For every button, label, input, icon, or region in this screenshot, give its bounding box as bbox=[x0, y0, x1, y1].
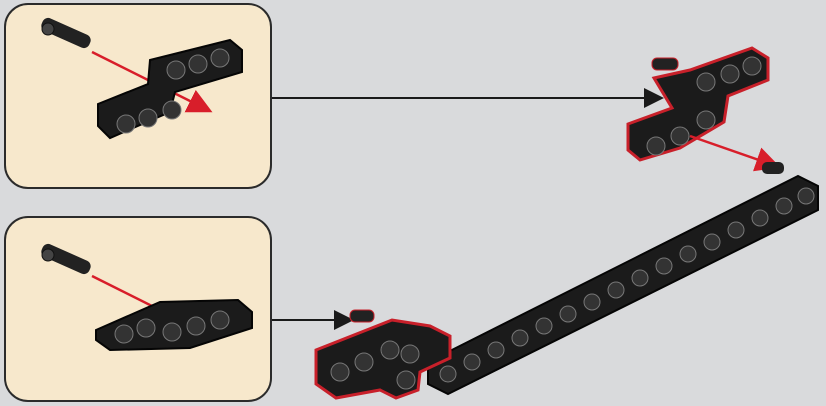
main-insert-arrow bbox=[689, 134, 781, 172]
bottom-callout-pin bbox=[41, 243, 91, 275]
bottom-callout-double-beam bbox=[95, 298, 253, 352]
top-callout-pin bbox=[41, 17, 91, 49]
main-t-beam bbox=[626, 46, 770, 162]
main-long-beam bbox=[427, 162, 819, 396]
main-bent-beam bbox=[314, 309, 452, 400]
top-callout-bent-beam bbox=[97, 38, 243, 140]
main-t-beam-pin bbox=[651, 57, 679, 71]
